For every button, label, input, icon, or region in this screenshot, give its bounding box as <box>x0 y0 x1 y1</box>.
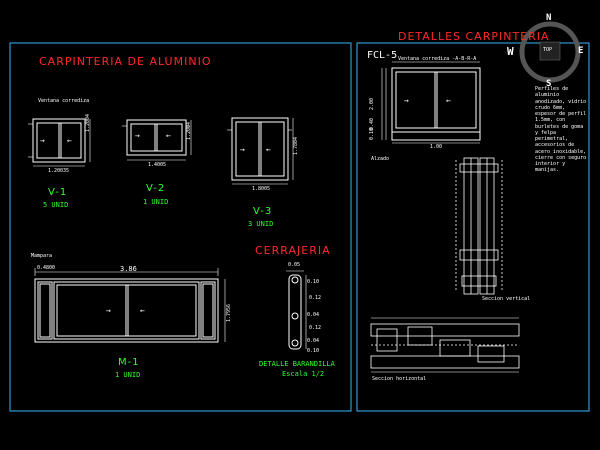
horizontal-section-label: Seccion horizontal <box>372 376 427 382</box>
left-sheet-border <box>9 42 352 412</box>
view-cube-compass[interactable] <box>519 21 581 83</box>
v3-arrow-right: → <box>240 145 245 154</box>
v3-height-dim: 1.7804 <box>293 136 299 155</box>
v2-arrow-left: ← <box>166 131 171 140</box>
view-cube-face[interactable] <box>539 41 561 61</box>
door-arrow-right: → <box>106 306 111 315</box>
v1-height-dim: 1.2004 <box>85 113 91 132</box>
fcl5-arrow-right: → <box>404 96 409 105</box>
v1-arrow-left: ← <box>67 136 72 145</box>
railing-dim-1: 0.10 <box>307 279 320 285</box>
vertical-section-detail <box>455 157 503 295</box>
view-cube-top-label[interactable]: TOP <box>543 47 553 53</box>
v3-arrow-left: ← <box>266 145 271 154</box>
v3-width-dim: 1.8005 <box>252 186 271 192</box>
spec-note: Perfiles de aluminio anodizado, vidrio c… <box>535 86 587 174</box>
v3-label: V-3 <box>253 206 273 217</box>
compass-east: E <box>578 46 584 56</box>
door-qty: 1 UNID <box>115 371 141 379</box>
railing-dim-3: 0.04 <box>307 312 320 318</box>
railing-detail-drawing <box>286 270 307 350</box>
door-label: M-1 <box>118 357 140 368</box>
horizontal-section-detail <box>370 317 520 373</box>
door-height-dim: 1.7956 <box>226 303 232 322</box>
fcl5-dim-3: 0.10 <box>369 127 375 140</box>
fcl5-dim-4: 1.00 <box>430 144 443 150</box>
compass-west[interactable]: W <box>507 45 514 58</box>
v1-qty: 5 UNID <box>43 201 69 209</box>
fcl5-header: Ventana corrediza -A-B-R-A <box>398 56 477 62</box>
v2-width-dim: 1.4005 <box>148 162 167 168</box>
cerrajeria-title: CERRAJERIA <box>255 244 331 257</box>
v1-arrow-right: → <box>40 136 45 145</box>
railing-scale: Escala 1/2 <box>282 370 325 378</box>
v3-qty: 3 UNID <box>248 220 274 228</box>
window-subtitle: Ventana corrediza <box>38 98 90 104</box>
door-width-dim: 3.86 <box>120 265 137 273</box>
v1-label: V-1 <box>48 187 68 198</box>
railing-caption: DETALLE BARANDILLA <box>259 360 335 368</box>
window-v1-drawing <box>28 118 91 167</box>
right-sheet-border <box>356 42 590 412</box>
fcl5-dim-1: 2.00 <box>369 97 375 110</box>
railing-dim-5: 0.04 <box>307 338 320 344</box>
right-sheet-title: DETALLES CARPINTERIA <box>398 30 550 43</box>
v2-arrow-right: → <box>135 131 140 140</box>
compass-south: S <box>546 79 552 89</box>
window-v3-drawing <box>227 117 294 185</box>
fcl5-arrow-left: ← <box>446 96 451 105</box>
door-side-dim: 0.4800 <box>37 265 56 271</box>
fcl5-code: FCL-5 <box>367 50 398 61</box>
compass-ring <box>519 21 581 83</box>
railing-dim-6: 0.10 <box>307 348 320 354</box>
railing-dim-4: 0.12 <box>309 325 322 331</box>
railing-top-dim: 0.05 <box>288 262 301 268</box>
v2-height-dim: 1.2004 <box>186 121 192 140</box>
v2-label: V-2 <box>146 183 166 194</box>
alzado-label: Alzado <box>371 156 390 162</box>
railing-dim-2: 0.12 <box>309 295 322 301</box>
vertical-section-label: Seccion vertical <box>482 296 531 302</box>
window-v2-drawing <box>122 119 192 161</box>
compass-north: N <box>546 13 552 23</box>
v2-qty: 1 UNID <box>143 198 169 206</box>
v1-width-dim: 1.20035 <box>48 168 70 174</box>
door-arrow-left: ← <box>140 306 145 315</box>
door-subtitle: Mampara <box>31 253 53 259</box>
door-m1-drawing <box>34 268 226 343</box>
left-sheet-title: CARPINTERIA DE ALUMINIO <box>39 55 212 68</box>
fcl5-window-elevation <box>381 61 481 144</box>
